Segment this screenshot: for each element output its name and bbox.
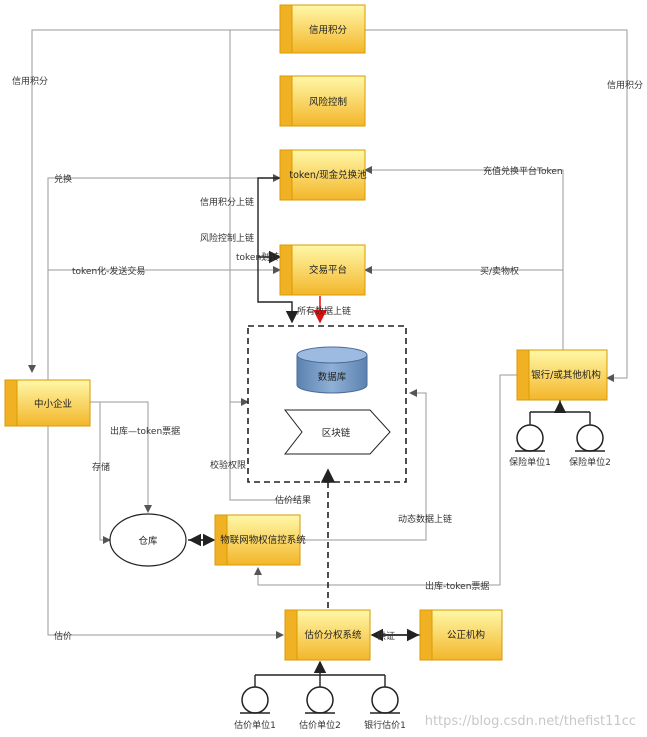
edge-redeem (47, 174, 281, 380)
edge-dynamic (300, 389, 427, 541)
trade-platform-box[interactable]: 交易平台 (279, 244, 366, 296)
label-recharge: 充值兑换平台Token (483, 165, 563, 177)
token-exchange-box[interactable]: token/现金兑换池 (279, 149, 367, 201)
label-all-data: 所有数据上链 (297, 305, 351, 317)
edge-valuate (47, 426, 284, 639)
database-label: 数据库 (318, 371, 347, 383)
appraiser1-node: 估价单位1 (234, 686, 276, 731)
label-risk-onchain: 风险控制上链 (200, 232, 254, 244)
trade-platform-label: 交易平台 (309, 264, 347, 276)
valuation-box[interactable]: 估价分权系统 (284, 609, 371, 661)
label-valuation-result: 估价结果 (275, 494, 311, 506)
notary-box[interactable]: 公正机构 (419, 609, 503, 661)
edge-credit-right (365, 29, 628, 382)
label-token-transfer: token划转 (236, 251, 279, 263)
warehouse-node[interactable]: 仓库 (109, 513, 187, 567)
bank-box[interactable]: 银行/或其他机构 (516, 349, 608, 401)
label-credit-onchain: 信用积分上链 (200, 196, 254, 208)
credit-score-box[interactable]: 信用积分 (279, 4, 366, 54)
blockchain-node: 区块链 (283, 409, 391, 455)
appraiser1-label: 估价单位1 (234, 719, 276, 731)
label-out-ticket-bottom: 出库-token票据 (425, 580, 489, 592)
label-valuate: 估价 (54, 630, 72, 642)
label-credit-left: 信用积分 (12, 75, 48, 87)
label-storage: 存储 (92, 461, 110, 473)
bank-appraiser1-node: 银行估价1 (364, 686, 406, 731)
edge-storage (99, 402, 111, 544)
valuation-label: 估价分权系统 (304, 629, 362, 641)
bank-appraiser1-label: 银行估价1 (364, 719, 406, 731)
blockchain-label: 区块链 (322, 427, 351, 439)
chain-container (247, 325, 407, 483)
sme-box[interactable]: 中小企业 (4, 379, 91, 427)
insurance2-label: 保险单位2 (569, 456, 611, 468)
label-out-ticket-top: 出库—token票据 (110, 425, 180, 437)
label-dynamic: 动态数据上链 (398, 513, 452, 525)
edge-credit-left (28, 29, 280, 373)
edge-onchain-bundle (257, 177, 299, 324)
database-node: 数据库 (296, 346, 368, 394)
sme-label: 中小企业 (34, 398, 72, 410)
label-redeem: 兑换 (54, 173, 72, 185)
edge-main-vertical (229, 30, 300, 501)
edge-out-ticket-bottom (254, 374, 517, 586)
label-buy-sell: 买/卖物权 (480, 265, 519, 277)
bank-label: 银行/或其他机构 (531, 369, 601, 381)
token-exchange-label: token/现金兑换池 (289, 169, 367, 181)
insurance1-node: 保险单位1 (509, 424, 551, 468)
label-tokenize: token化-发送交易 (72, 265, 145, 277)
insurance1-label: 保险单位1 (509, 456, 551, 468)
iot-label: 物联网物权信控系统 (220, 534, 306, 546)
risk-control-box[interactable]: 风险控制 (279, 75, 366, 127)
label-credit-right: 信用积分 (607, 79, 643, 91)
appraiser2-node: 估价单位2 (299, 686, 341, 731)
insurance2-node: 保险单位2 (569, 424, 611, 468)
notary-label: 公正机构 (447, 629, 485, 641)
warehouse-label: 仓库 (138, 535, 158, 547)
credit-score-label: 信用积分 (309, 24, 348, 36)
label-verify: 校验权限 (210, 459, 246, 471)
iot-box[interactable]: 物联网物权信控系统 (214, 514, 306, 566)
appraiser2-label: 估价单位2 (299, 719, 341, 731)
risk-control-label: 风险控制 (309, 96, 347, 108)
edge-out-ticket-top (90, 401, 152, 513)
edge-recharge (364, 166, 564, 350)
label-provide-evidence: 供证 (377, 630, 395, 642)
watermark: https://blog.csdn.net/thefist11cc (425, 714, 636, 729)
